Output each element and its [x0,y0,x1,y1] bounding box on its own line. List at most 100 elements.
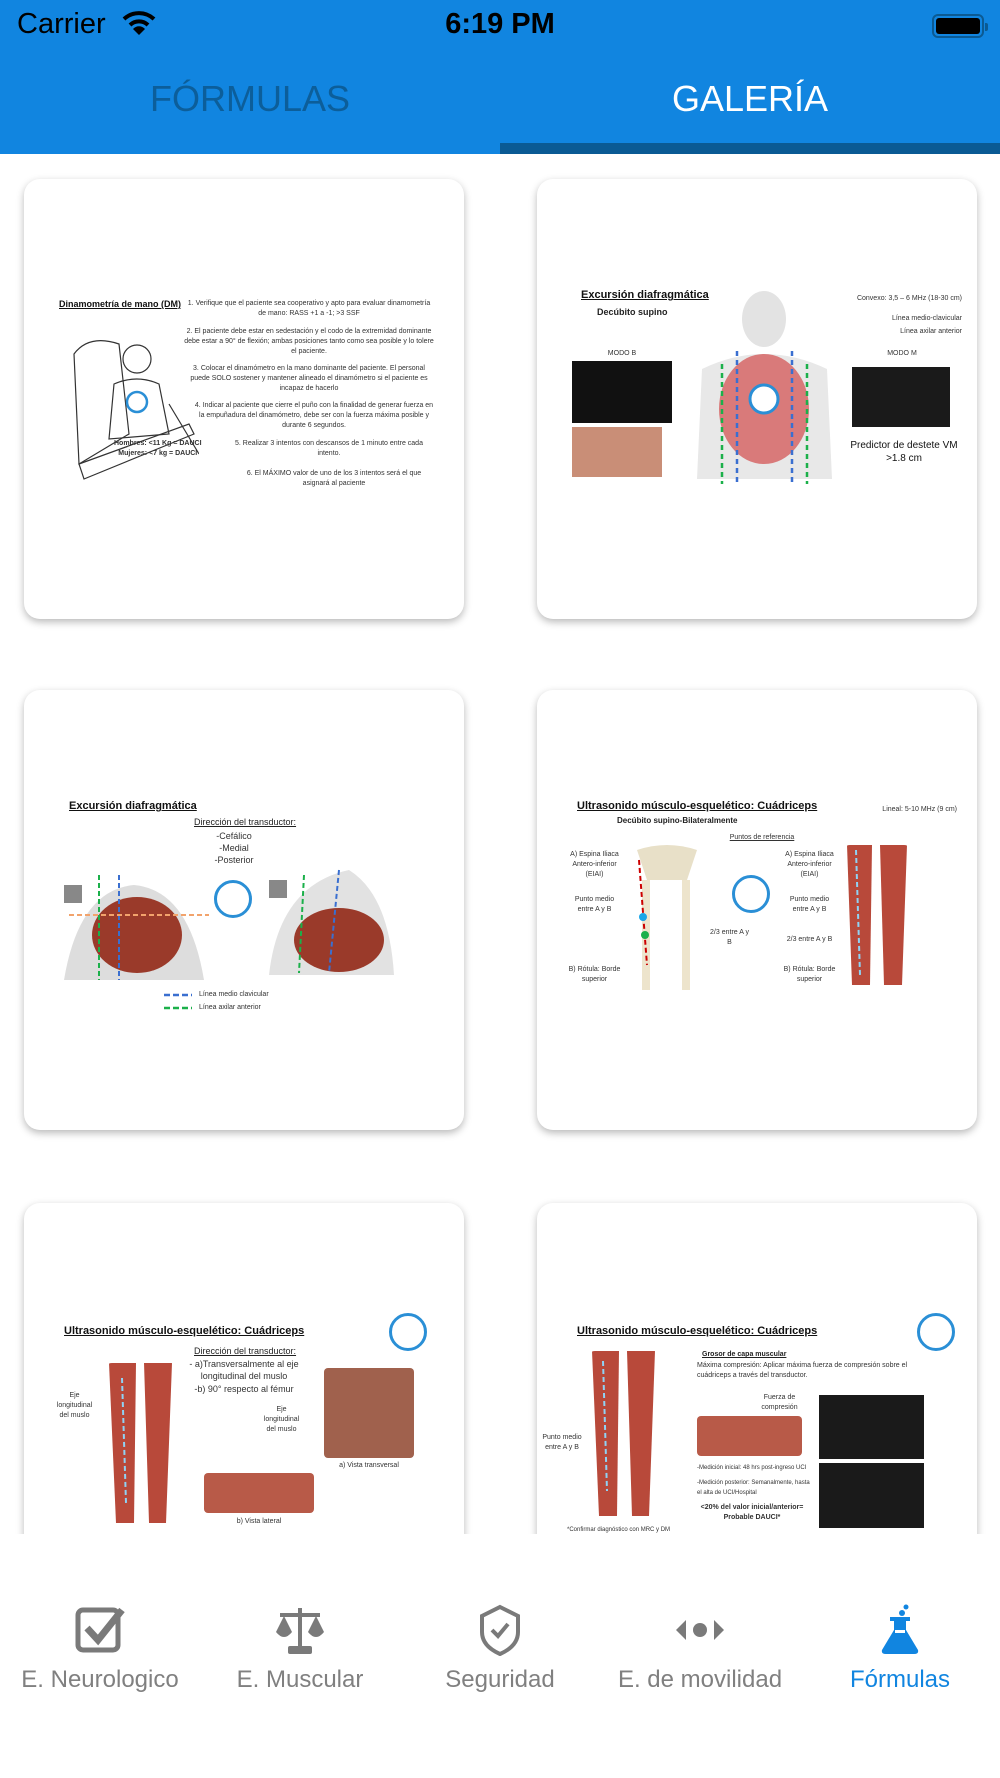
slide-title: Ultrasonido músculo-esquelético: Cuádric… [64,1325,305,1337]
lateral-view-image [204,1473,314,1513]
slide-subtitle: Decúbito supino-Bilateralmente [617,816,738,825]
tab-movilidad[interactable]: E. de movilidad [600,1604,800,1694]
tab-muscular[interactable]: E. Muscular [200,1604,400,1694]
slide-text: Eje longitudinal del muslo [263,1406,300,1433]
slide-subtitle: Grosor de capa muscular [702,1351,787,1358]
slide-text: -Cefálico [216,831,252,841]
tab-label: E. de movilidad [617,1666,783,1693]
status-bar: Carrier 6:19 PM [0,0,1000,52]
logo-seal [732,875,770,913]
transverse-view-image [324,1368,414,1458]
tab-label: Fórmulas [849,1666,951,1693]
scale-icon [276,1608,324,1654]
shield-check-icon [480,1604,520,1656]
compression-image [697,1416,802,1456]
slide-text: <20% del valor inicial/anterior= Probabl… [700,1504,804,1521]
slide-text: B) Rótula: Borde superior [783,966,836,983]
tab-label: E. Neurologico [21,1666,179,1693]
legend-lines [164,993,192,1010]
slide-note: Hombres: <11 Kg = DAUCI Mujeres: <7 kg =… [114,440,202,457]
checkbox-icon [75,1607,125,1653]
slide-subtitle: Decúbito supino [597,307,668,317]
patient-chair-illustration [73,340,199,480]
slide-text: MODO B [607,350,637,357]
header: Carrier 6:19 PM FÓRMULAS GALERÍA [0,0,1000,154]
slide-subtitle: Dirección del transductor: [194,1346,297,1356]
battery-icon [932,14,988,38]
slide-text: A) Espina Iliaca Antero-inferior (EIAI) [570,851,619,878]
thorax-side-illustration [269,869,394,975]
thigh-muscles-illustration [847,845,907,985]
slide-text: Línea medio-clavicular [891,315,962,322]
legend-label: Línea medio clavicular [199,991,269,998]
tab-seguridad[interactable]: Seguridad [400,1604,600,1694]
slide-text: -Medial [219,843,249,853]
gallery-card-excursion-supino[interactable]: Excursión diafragmática Decúbito supino … [537,179,977,619]
slide-text: 2. El paciente debe estar en sedestación… [184,328,434,355]
slide-text: Línea axilar anterior [900,328,962,335]
logo-seal [389,1313,427,1351]
slide-note: Predictor de destete VM >1.8 cm [850,440,958,464]
slide-text: 4. Indicar al paciente que cierre el puñ… [194,402,434,429]
bottom-tab-bar: E. Neurologico E. Muscular Seguridad E. … [0,1534,1000,1778]
slide-title: Excursión diafragmática [581,289,709,301]
gallery-card-cuadriceps-referencia[interactable]: Ultrasonido músculo-esquelético: Cuádric… [537,690,977,1130]
gallery-image: Ultrasonido músculo-esquelético: Cuádric… [542,1313,957,1543]
tab-formulas[interactable]: FÓRMULAS [149,78,351,119]
slide-text: Puntos de referencia [729,834,795,841]
patient-photo [572,427,662,477]
slide-subtitle: Dirección del transductor: [194,817,297,827]
slide-text: - a)Transversalmente al eje longitudinal… [189,1359,299,1381]
slide-text: 1. Verifique que el paciente sea coopera… [187,300,431,317]
slide-text: 3. Colocar el dinamómetro en la mano dom… [190,365,428,392]
flask-icon [881,1604,919,1654]
thigh-muscles-illustration [109,1363,172,1523]
slide-text: Punto medio entre A y B [789,896,830,913]
slide-text: -Medición posterior: Semanalmente, hasta… [697,1480,810,1496]
tab-label: Seguridad [445,1666,555,1693]
carrier-label: Carrier [17,8,106,40]
gallery-image: Dinamometría de mano (DM) Hombres: <11 K… [44,289,444,519]
gallery-card-excursion-transductor[interactable]: Excursión diafragmática Dirección del tr… [24,690,464,1130]
slide-text: B) Rótula: Borde superior [568,966,621,983]
logo-seal [214,880,252,918]
clock: 6:19 PM [445,8,555,40]
slide-title: Dinamometría de mano (DM) [59,299,182,309]
slide-text: a) Vista transversal [339,1462,399,1469]
skeleton-legs-illustration [637,845,697,990]
slide-text: -Posterior [214,855,254,865]
ultrasound-image [819,1395,924,1459]
gallery-card-dinamometria[interactable]: Dinamometría de mano (DM) Hombres: <11 K… [24,179,464,619]
tab-formulas-bottom[interactable]: Fórmulas [800,1604,1000,1694]
thigh-muscles-illustration [592,1351,655,1516]
slide-text: 6. El MÁXIMO valor de uno de los 3 inten… [246,470,422,487]
tab-neurologico[interactable]: E. Neurologico [0,1604,200,1694]
slide-text: 5. Realizar 3 intentos con descansos de … [235,440,423,457]
slide-text: MODO M [887,350,917,357]
slide-text: b) Vista lateral [236,1518,282,1525]
diaphragm-illustration [64,875,209,980]
slide-text: Eje longitudinal del muslo [56,1392,93,1419]
thorax-illustration [697,291,832,484]
slide-text: 2/3 entre A y B [710,929,749,946]
gallery-image: Excursión diafragmática Decúbito supino … [557,289,962,519]
ultrasound-b-mode-image [572,361,672,423]
tab-galeria[interactable]: GALERÍA [671,78,829,119]
logo-seal [917,1313,955,1351]
gallery-image: Excursión diafragmática Dirección del tr… [44,800,444,1030]
gallery-image: Ultrasonido músculo-esquelético: Cuádric… [44,1313,444,1543]
slide-title: Excursión diafragmática [69,800,197,812]
gallery-image: Ultrasonido músculo-esquelético: Cuádric… [557,800,957,1030]
slide-title: Ultrasonido músculo-esquelético: Cuádric… [577,1325,818,1337]
movement-icon [676,1620,724,1640]
slide-text: Punto medio entre A y B [542,1434,582,1451]
slide-text: Convexo: 3,5 – 6 MHz (18-30 cm) [856,295,962,302]
slide-title: Ultrasonido músculo-esquelético: Cuádric… [577,800,818,812]
wifi-icon [122,11,156,35]
slide-text: A) Espina Iliaca Antero-inferior (EIAI) [785,851,834,878]
ultrasound-image [819,1463,924,1528]
legend-label: Línea axilar anterior [199,1004,261,1011]
slide-text: *Confirmar diagnóstico con MRC y DM [567,1527,671,1533]
tab-label: E. Muscular [236,1666,364,1693]
slide-text: Lineal: 5-10 MHz (9 cm) [882,806,957,813]
